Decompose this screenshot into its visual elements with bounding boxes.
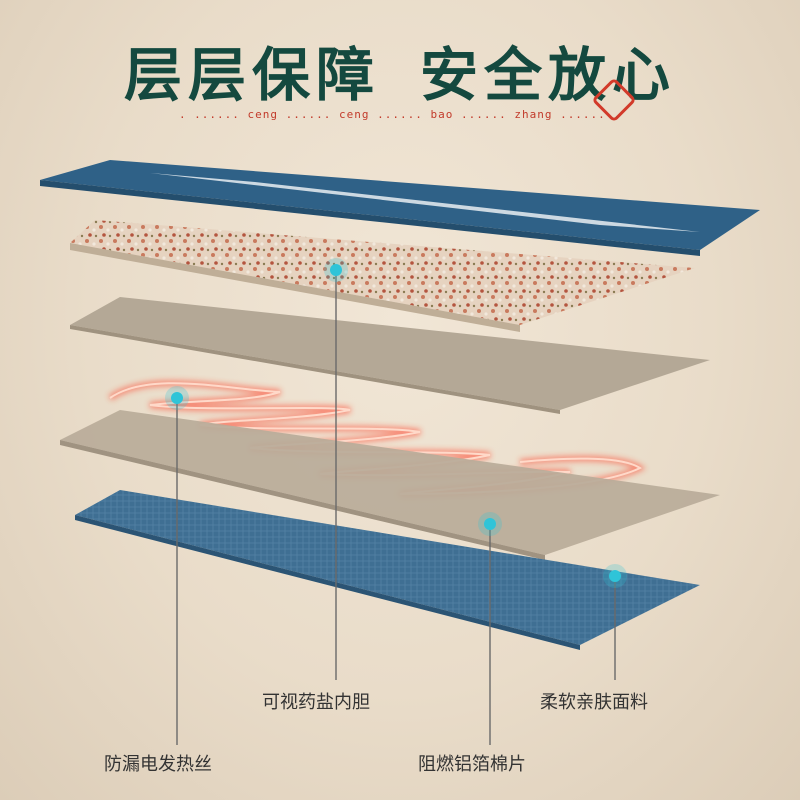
marker-dots bbox=[165, 258, 627, 588]
grey-layer-2 bbox=[60, 410, 720, 560]
title-part-2: 安全放心 bbox=[420, 41, 677, 109]
label-salt-liner: 可视药盐内胆 bbox=[262, 692, 370, 713]
pinyin-subtitle: . ...... ceng ...... ceng ...... bao ...… bbox=[178, 108, 622, 121]
bottom-fabric-layer bbox=[75, 490, 700, 650]
leader-lines bbox=[176, 270, 616, 745]
label-fabric: 柔软亲肤面料 bbox=[540, 692, 648, 713]
page-title: 层层保障安全放心 bbox=[0, 28, 800, 112]
title-part-1: 层层保障 bbox=[123, 41, 380, 109]
grey-layer-1 bbox=[70, 297, 710, 414]
salt-liner-layer bbox=[70, 220, 695, 332]
label-heating-wire: 防漏电发热丝 bbox=[104, 754, 212, 775]
label-foil-cotton: 阻燃铝箔棉片 bbox=[418, 754, 526, 775]
top-fabric-layer bbox=[40, 160, 760, 256]
